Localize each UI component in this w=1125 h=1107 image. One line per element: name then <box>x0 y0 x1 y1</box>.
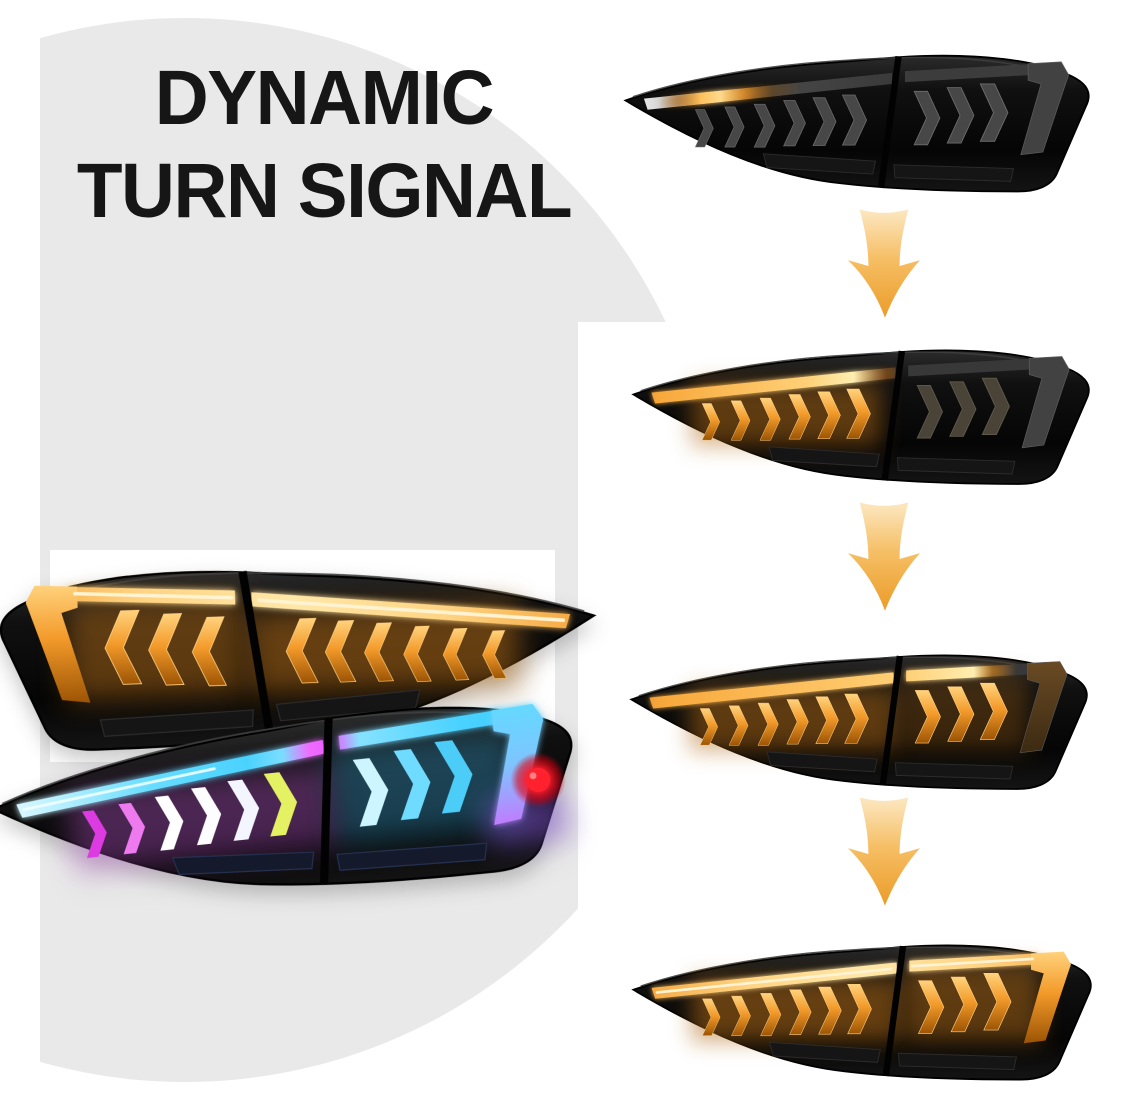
taillight-photo-stage-1 <box>624 38 1090 193</box>
taillight-amber-photo <box>0 535 606 774</box>
down-arrow-icon <box>847 502 921 611</box>
headline: DYNAMIC TURN SIGNAL <box>56 52 591 238</box>
taillight-photo-stage-2 <box>632 333 1090 485</box>
down-arrow-icon <box>847 797 921 906</box>
down-arrow-icon <box>847 209 921 318</box>
headline-line2: TURN SIGNAL <box>76 148 573 234</box>
headline-line1: DYNAMIC <box>154 55 495 141</box>
taillight-photo-stage-4 <box>632 928 1092 1081</box>
taillight-photo-stage-3 <box>630 638 1088 790</box>
red-brake-dot <box>510 752 566 808</box>
taillight-rgb-photo <box>0 669 598 944</box>
